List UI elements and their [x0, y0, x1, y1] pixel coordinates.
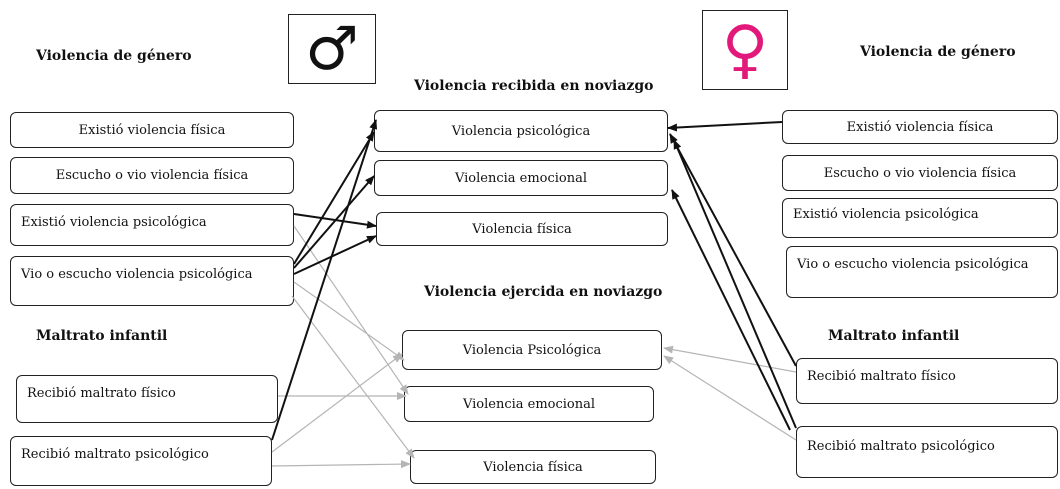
exerted-emotional-box: Violencia emocional — [404, 386, 654, 422]
right-physical-abuse-label: Recibió maltrato físico — [807, 369, 956, 384]
arrow-left-psych-abuse-to-exerted-psych — [271, 353, 403, 453]
exerted-psychological-box: Violencia Psicológica — [402, 330, 662, 370]
arrow-left-witnessed-psych-to-received-physical — [293, 235, 377, 275]
male-symbol-icon: ♂ — [305, 14, 359, 84]
male-symbol-frame: ♂ — [288, 14, 376, 84]
received-psychological-label: Violencia psicológica — [451, 123, 591, 139]
right-witnessed-psychological-label: Vio o escucho violencia psicológica — [797, 257, 1029, 272]
right-physical-violence-box: Existió violencia física — [782, 110, 1058, 144]
arrow-left-witnessed-psych-to-received-psych — [293, 131, 375, 265]
left-gender-heading: Violencia de género — [36, 48, 192, 64]
exerted-physical-label: Violencia física — [483, 459, 583, 475]
exerted-heading: Violencia ejercida en noviazgo — [424, 284, 663, 300]
female-symbol-frame: ♀ — [702, 10, 788, 90]
arrow-right-psych-abuse-to-exerted-psych — [663, 355, 797, 441]
received-heading: Violencia recibida en noviazgo — [414, 78, 654, 94]
arrow-right-physical-violence-to-received-psych — [667, 121, 783, 132]
arrow-right-psych-abuse-to-received-psych — [673, 139, 797, 429]
left-witnessed-psychological-box: Vio o escucho violencia psicológica — [10, 256, 294, 306]
arrow-right-psych-abuse-to-received-emotional — [671, 189, 791, 431]
left-witnessed-psychological-label: Vio o escucho violencia psicológica — [21, 267, 253, 282]
arrow-right-physical-abuse-to-exerted-psych — [663, 345, 797, 373]
arrow-right-physical-abuse-to-received-psych — [669, 133, 797, 367]
right-psychological-violence-label: Existió violencia psicológica — [793, 207, 979, 222]
left-abuse-heading: Maltrato infantil — [36, 328, 168, 344]
arrow-left-witnessed-psych-to-received-emotional — [293, 175, 375, 269]
arrow-left-witnessed-psych-to-exerted-psych — [293, 281, 405, 361]
right-psychological-abuse-box: Recibió maltrato psicológico — [796, 426, 1058, 478]
right-psychological-violence-box: Existió violencia psicológica — [782, 198, 1058, 238]
arrow-left-psych-to-received-physical — [293, 213, 377, 229]
right-witnessed-physical-label: Escucho o vio violencia física — [823, 165, 1017, 181]
received-physical-label: Violencia física — [472, 221, 572, 237]
received-emotional-label: Violencia emocional — [454, 170, 588, 186]
left-witnessed-physical-box: Escucho o vio violencia física — [10, 157, 294, 194]
exerted-psychological-label: Violencia Psicológica — [462, 342, 602, 358]
received-psychological-box: Violencia psicológica — [374, 110, 668, 152]
right-physical-abuse-box: Recibió maltrato físico — [796, 358, 1058, 404]
left-psychological-violence-label: Existió violencia psicológica — [21, 215, 207, 230]
left-psychological-violence-box: Existió violencia psicológica — [10, 204, 294, 246]
right-witnessed-psychological-box: Vio o escucho violencia psicológica — [786, 246, 1058, 298]
exerted-emotional-label: Violencia emocional — [462, 396, 596, 412]
left-physical-violence-label: Existió violencia física — [78, 122, 226, 138]
arrow-left-witnessed-psych-to-exerted-physical — [291, 295, 415, 459]
exerted-physical-box: Violencia física — [410, 450, 656, 484]
left-physical-abuse-label: Recibió maltrato físico — [27, 386, 176, 401]
right-abuse-heading: Maltrato infantil — [828, 328, 960, 344]
right-gender-heading: Violencia de género — [860, 44, 1016, 60]
received-physical-box: Violencia física — [376, 212, 668, 246]
left-psychological-abuse-box: Recibió maltrato psicológico — [10, 436, 272, 486]
arrow-left-psych-abuse-to-exerted-physical — [271, 460, 411, 469]
left-physical-violence-box: Existió violencia física — [10, 112, 294, 148]
arrow-left-psych-to-exerted-emotional — [293, 225, 409, 395]
received-emotional-box: Violencia emocional — [374, 160, 668, 196]
right-witnessed-physical-box: Escucho o vio violencia física — [782, 155, 1058, 191]
left-psychological-abuse-label: Recibió maltrato psicológico — [21, 447, 209, 462]
left-physical-abuse-box: Recibió maltrato físico — [16, 375, 278, 423]
right-psychological-abuse-label: Recibió maltrato psicológico — [807, 439, 995, 454]
left-witnessed-physical-label: Escucho o vio violencia física — [55, 168, 249, 183]
female-symbol-icon: ♀ — [721, 13, 769, 87]
right-physical-violence-label: Existió violencia física — [846, 119, 994, 135]
